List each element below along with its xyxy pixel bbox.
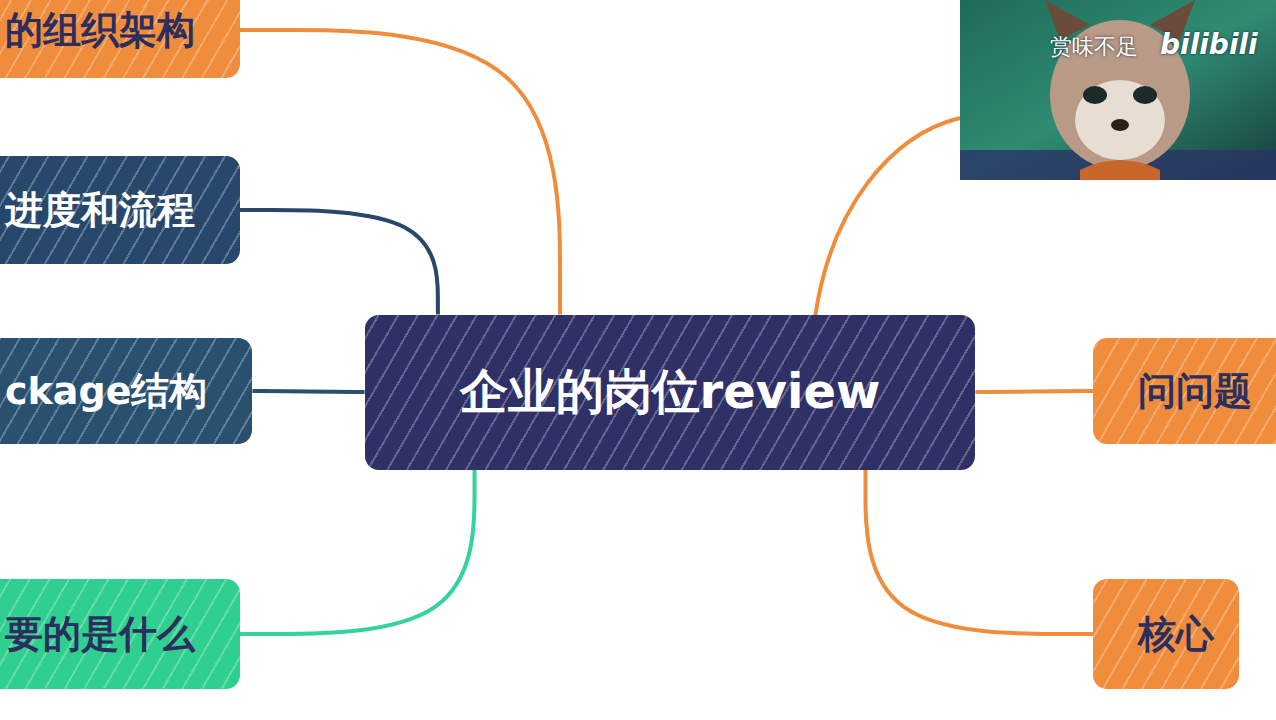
branch-line <box>252 391 364 392</box>
watermark-text: 赏味不足 <box>1050 32 1138 62</box>
branch-topic: ckage结构 <box>0 338 252 444</box>
topic-text: 核心 <box>1138 609 1214 660</box>
branch-line <box>240 30 560 315</box>
branch-line <box>240 470 475 635</box>
branch-line <box>815 118 960 318</box>
topic-text: 问问题 <box>1138 366 1252 417</box>
central-topic: 企业的岗位review <box>365 315 976 470</box>
branch-line <box>865 470 1093 635</box>
topic-text: ckage结构 <box>5 366 207 417</box>
branch-topic: 问问题 <box>1093 338 1276 444</box>
video-thumbnail <box>960 0 1276 180</box>
branch-topic: 进度和流程 <box>0 156 240 264</box>
topic-text: 进度和流程 <box>5 185 195 236</box>
branch-topic: 的组织架构 <box>0 0 240 78</box>
branch-topic: 要的是什么 <box>0 579 240 689</box>
watermark-logo: bilibili <box>1160 28 1258 61</box>
branch-line <box>975 391 1093 392</box>
branch-line <box>240 210 438 315</box>
topic-text: 的组织架构 <box>5 5 195 56</box>
topic-text: 要的是什么 <box>5 609 195 660</box>
branch-topic: 核心 <box>1093 579 1239 689</box>
topic-text: 企业的岗位review <box>460 360 881 424</box>
